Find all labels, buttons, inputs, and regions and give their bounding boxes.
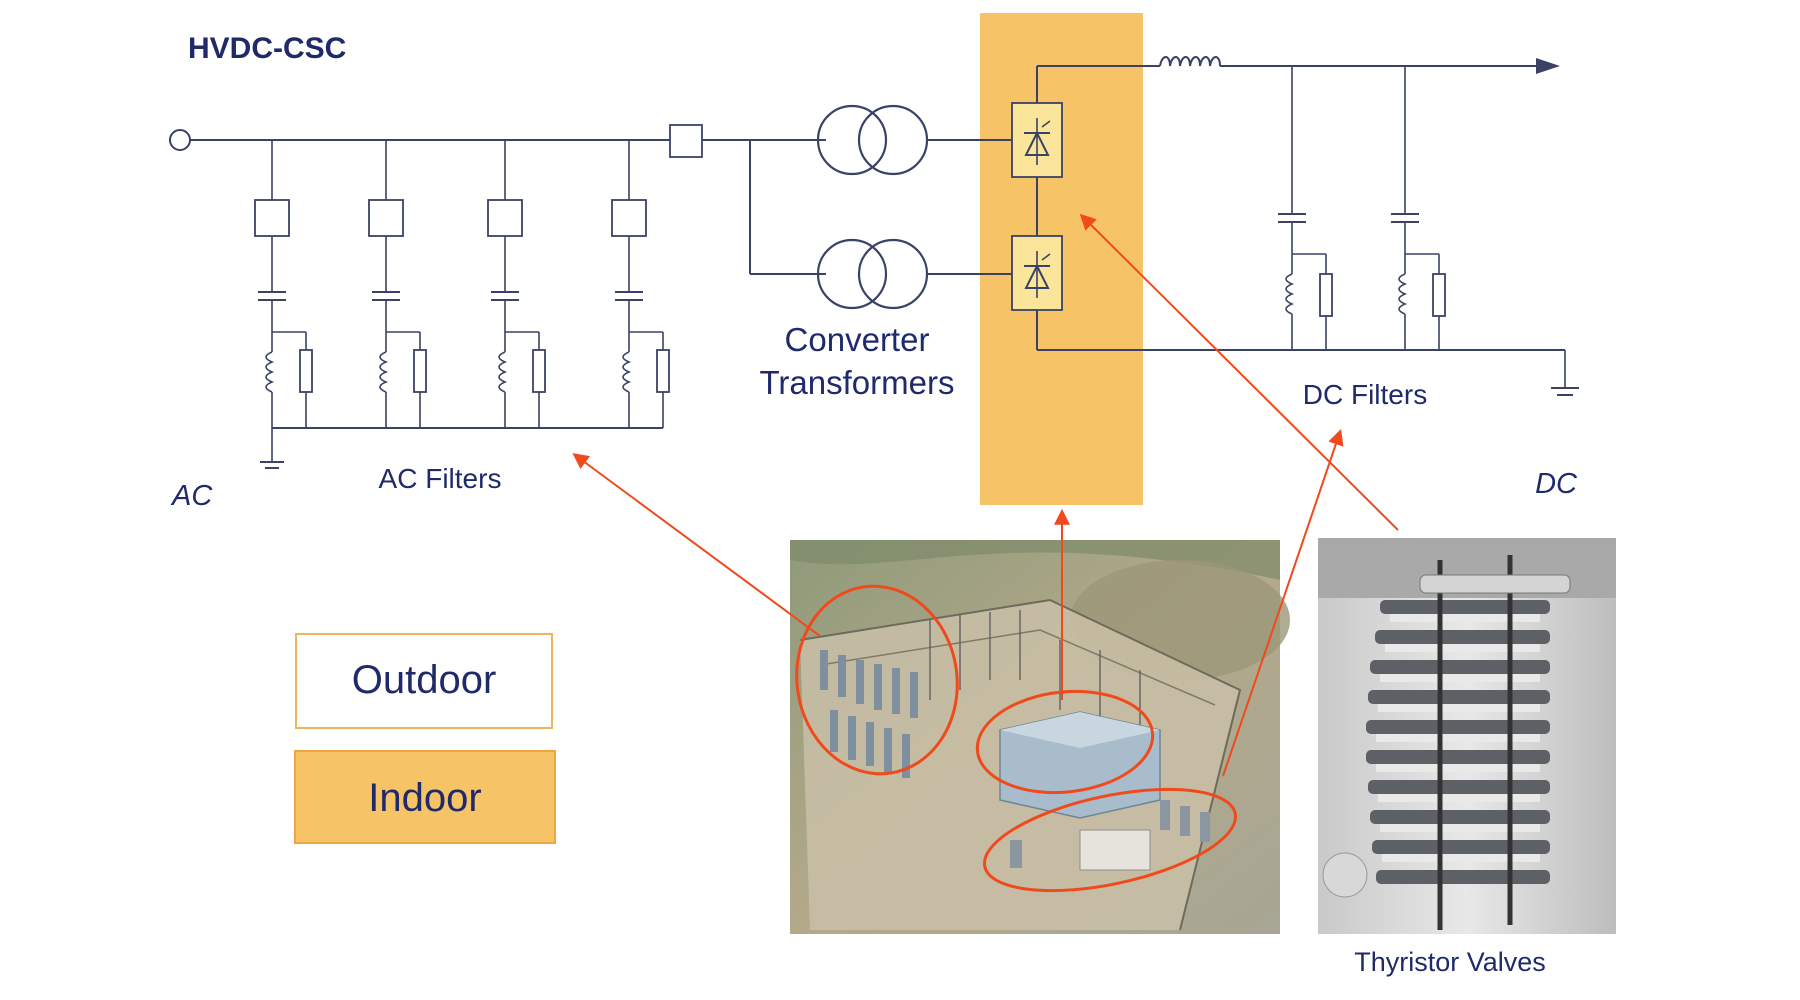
thyristor-valve-lower bbox=[1011, 235, 1063, 311]
converter-transformer-lower bbox=[816, 238, 1012, 310]
arrow-to-dc-filters bbox=[1222, 428, 1344, 777]
thyristor-valves-label: Thyristor Valves bbox=[1354, 947, 1546, 977]
dc-ground-symbol bbox=[1551, 387, 1579, 396]
legend: Outdoor Indoor bbox=[294, 633, 556, 844]
arrow-to-thyristor-valves bbox=[1079, 213, 1399, 531]
dc-filter-1 bbox=[1278, 66, 1333, 350]
legend-outdoor-label: Outdoor bbox=[352, 658, 497, 702]
ac-filters-label: AC Filters bbox=[379, 463, 502, 494]
ac-filter-3 bbox=[487, 140, 546, 428]
converter-transformers-label-line2: Transformers bbox=[760, 364, 955, 401]
thyristor-valve-upper bbox=[1011, 102, 1063, 178]
dc-terminal-arrow bbox=[1536, 58, 1560, 74]
converter-transformers-label-line1: Converter bbox=[785, 321, 930, 358]
substation-aerial-photo bbox=[790, 540, 1290, 934]
smoothing-reactor bbox=[1159, 56, 1221, 67]
dc-return-line bbox=[1037, 349, 1579, 396]
legend-indoor-box bbox=[294, 750, 556, 844]
ac-bus bbox=[169, 124, 826, 275]
converter-transformer-upper bbox=[816, 104, 1012, 176]
legend-indoor-label: Indoor bbox=[368, 776, 481, 820]
ac-breaker bbox=[669, 124, 703, 158]
ac-label: AC bbox=[170, 480, 213, 512]
dc-label: DC bbox=[1535, 468, 1578, 500]
arrow-to-ac-filters bbox=[572, 453, 821, 637]
dc-filters-label: DC Filters bbox=[1303, 379, 1427, 410]
dc-filter-2 bbox=[1391, 66, 1446, 350]
ac-filters-highlight bbox=[795, 584, 959, 776]
ac-filter-2 bbox=[368, 140, 427, 428]
ac-filter-bank bbox=[254, 140, 670, 469]
dc-yard-highlight bbox=[982, 787, 1238, 893]
valve-hall-highlight bbox=[975, 689, 1155, 795]
ac-filter-4 bbox=[611, 140, 670, 428]
dc-positive-line bbox=[1037, 56, 1560, 74]
ac-ground-symbol bbox=[260, 461, 284, 469]
ac-terminal bbox=[169, 129, 191, 151]
diagram-title: HVDC-CSC bbox=[188, 32, 346, 65]
legend-outdoor-box bbox=[295, 633, 553, 729]
ac-filter-1 bbox=[254, 140, 313, 428]
thyristor-valve-photo bbox=[1318, 538, 1616, 934]
